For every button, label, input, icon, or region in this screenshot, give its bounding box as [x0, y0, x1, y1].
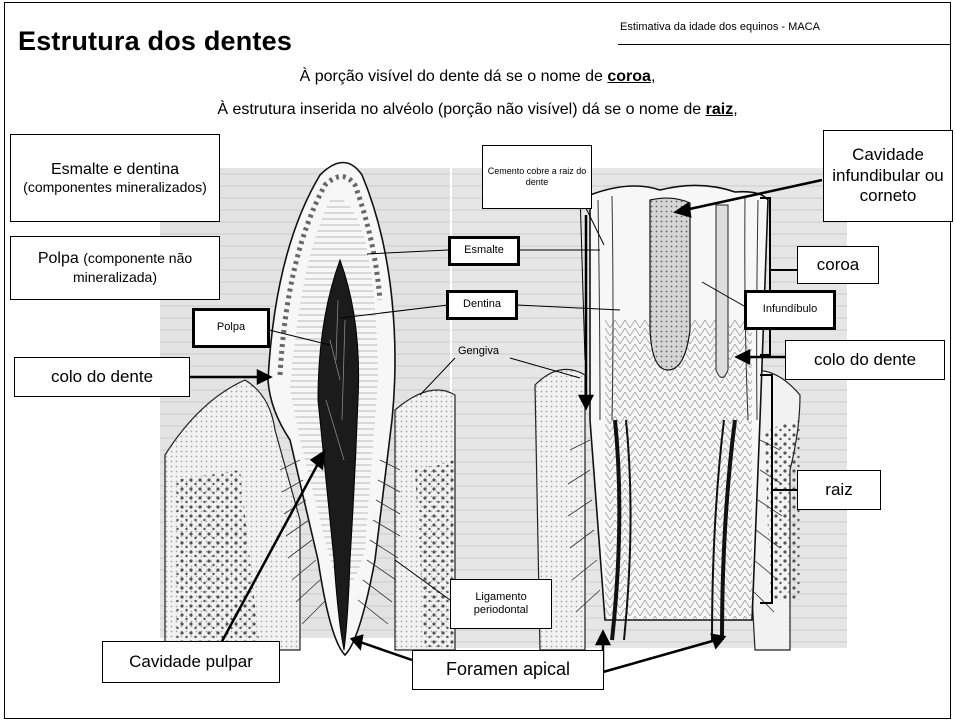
esmalte-label: Esmalte: [464, 244, 504, 257]
esmalte-dentina-sublabel: (componentes mineralizados): [23, 179, 207, 196]
raiz-box: raiz: [797, 470, 881, 510]
dentina-label-box: Dentina: [446, 290, 518, 320]
coroa-label: coroa: [816, 254, 860, 274]
polpa-description-label: Polpa (componente não mineralizada): [11, 249, 219, 287]
colo-left-box: colo do dente: [14, 357, 190, 397]
arrows: [190, 178, 823, 674]
raiz-label: raiz: [825, 479, 853, 499]
header-caption: Estimativa da idade dos equinos - MACA: [620, 21, 820, 33]
cavidade-infundibular-box: Cavidade infundibular ou corneto: [823, 130, 953, 222]
dentina-label: Dentina: [463, 298, 501, 311]
root-sentence-text: À estrutura inserida no alvéolo (porção …: [217, 101, 706, 118]
root-sentence: À estrutura inserida no alvéolo (porção …: [0, 101, 955, 119]
crown-keyword: coroa: [607, 68, 651, 85]
leader-lines: [268, 191, 745, 601]
esmalte-dentina-box: Esmalte e dentina (componentes mineraliz…: [10, 134, 220, 222]
colo-right-label: colo do dente: [813, 349, 917, 369]
crown-comma: ,: [650, 68, 656, 85]
cavidade-infundibular-label: Cavidade infundibular ou corneto: [832, 145, 944, 206]
left-tooth-section: [164, 161, 456, 657]
infundibulo-label: Infundíbulo: [762, 303, 818, 316]
root-keyword: raiz: [705, 101, 734, 118]
colo-left-label: colo do dente: [50, 366, 154, 386]
cemento-box: Cemento cobre a raiz do dente: [482, 145, 592, 209]
ligamento-box: Ligamento periodontal: [450, 579, 552, 629]
polpa-label-box: Polpa: [192, 308, 270, 348]
root-comma: ,: [733, 101, 738, 118]
cavidade-pulpar-label: Cavidade pulpar: [129, 651, 253, 671]
polpa-label: Polpa: [216, 321, 246, 334]
esmalte-dentina-label: Esmalte e dentina: [50, 161, 180, 178]
cavidade-pulpar-box: Cavidade pulpar: [102, 641, 280, 683]
brackets: [760, 197, 797, 604]
ligamento-label: Ligamento periodontal: [473, 590, 529, 616]
coroa-box: coroa: [797, 246, 879, 284]
slide-title: Estrutura dos dentes: [18, 26, 293, 56]
polpa-description-title: Polpa: [37, 249, 79, 267]
gengiva-label: Gengiva: [458, 345, 499, 357]
esmalte-label-box: Esmalte: [448, 236, 520, 266]
slide-frame: [4, 2, 951, 719]
foramen-label: Foramen apical: [445, 659, 571, 680]
infundibulo-box: Infundíbulo: [744, 290, 836, 330]
colo-right-box: colo do dente: [785, 340, 945, 380]
header-rule: [618, 44, 950, 45]
crown-sentence-text: À porção visível do dente dá se o nome d…: [299, 68, 608, 85]
cemento-label: Cemento cobre a raiz do dente: [487, 166, 587, 187]
polpa-description-box: Polpa (componente não mineralizada): [10, 236, 220, 300]
foramen-box: Foramen apical: [412, 650, 604, 690]
polpa-description-sub: (componente não mineralizada): [72, 249, 193, 285]
crown-sentence: À porção visível do dente dá se o nome d…: [0, 68, 955, 86]
